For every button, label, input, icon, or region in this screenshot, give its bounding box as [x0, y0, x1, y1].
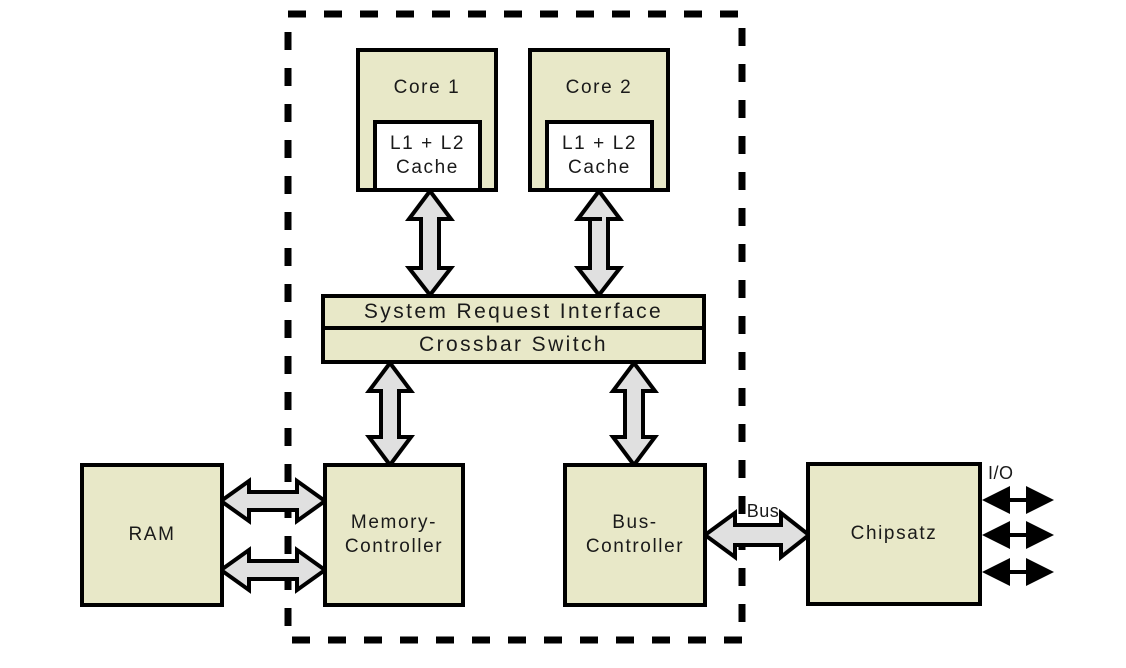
cpu-die-boundary [284, 10, 746, 644]
connector-busctrl-to-chipsatz [701, 508, 813, 562]
block-bus-controller[interactable] [563, 463, 707, 607]
block-ram[interactable] [80, 463, 224, 607]
block-chipsatz[interactable] [806, 462, 982, 606]
block-memory-controller[interactable] [323, 463, 465, 607]
connector-ram-to-memctrl-upper [217, 477, 329, 525]
connector-core2-to-sri [573, 187, 625, 299]
block-crossbar-switch[interactable] [321, 326, 706, 364]
connector-io-lines [982, 486, 1054, 586]
block-cache2[interactable] [545, 120, 654, 192]
connector-ram-to-memctrl-lower [217, 546, 329, 594]
connector-crossbar-to-busctrl [609, 359, 659, 469]
block-cache1[interactable] [373, 120, 482, 192]
connector-core1-to-sri [404, 187, 456, 299]
connector-crossbar-to-memctrl [365, 359, 415, 469]
block-system-request-interface[interactable] [321, 294, 706, 330]
